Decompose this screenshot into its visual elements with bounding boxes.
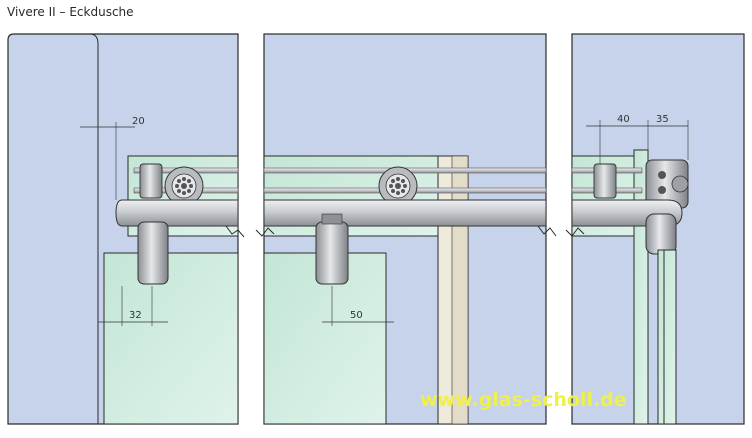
break-line [225,225,245,238]
door-glass-edge [657,249,677,425]
watermark-text: www.glas-scholl.de [420,389,627,411]
break-line [565,227,585,237]
dimension-50: 50 [350,310,363,321]
lower-glass-left [103,252,239,425]
panel-middle: 50 [255,33,557,425]
wall-edge [89,33,99,424]
rod-connector [321,213,343,225]
rod-holder [137,221,169,285]
break-line [537,225,557,237]
break-line [255,227,275,237]
dimension-40: 40 [617,114,630,125]
roller-wheel [164,166,204,206]
side-glass-edge [451,155,469,425]
wall-bracket [593,163,617,199]
rod-holder [315,221,349,285]
dimension-20: 20 [132,116,145,127]
main-rod [263,199,547,227]
dimension-32: 32 [129,310,142,321]
corner-post [645,213,677,255]
wall-bracket [139,163,163,199]
main-rod [115,199,239,227]
panel-left: 20 32 [7,33,245,425]
roller-wheel [378,166,418,206]
dimension-35: 35 [656,114,669,125]
diagram-title: Vivere II – Eckdusche [7,5,134,19]
panel-right: 40 35 [565,33,745,425]
